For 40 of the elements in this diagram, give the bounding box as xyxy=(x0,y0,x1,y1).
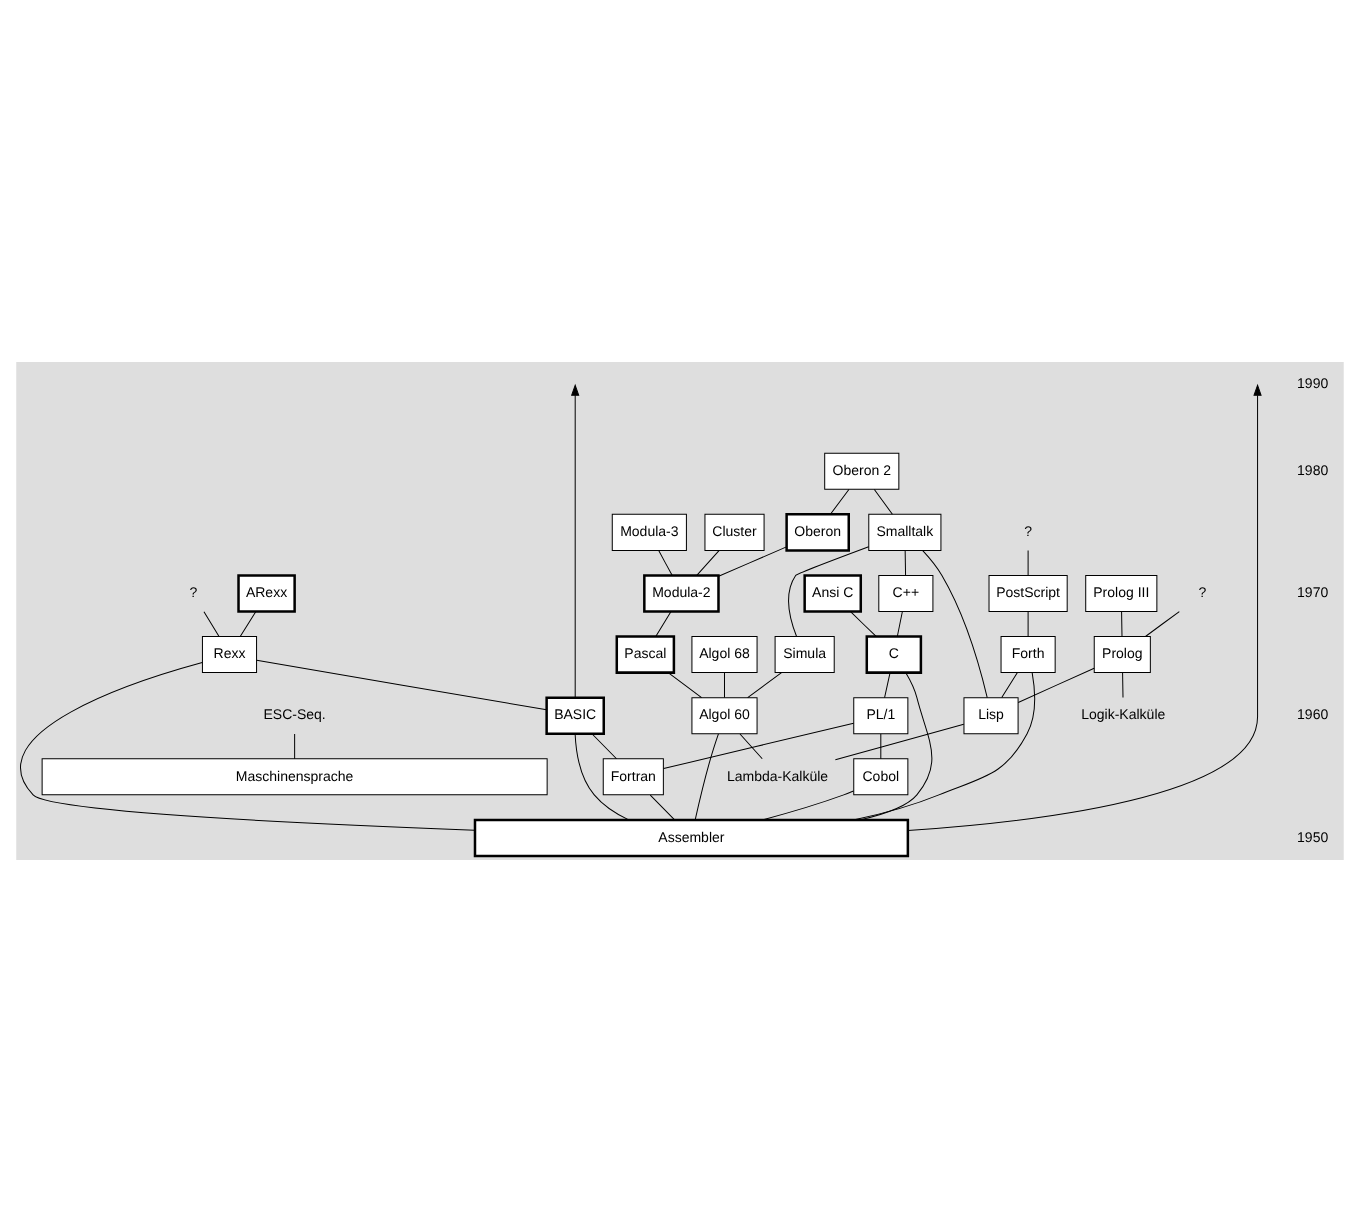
connector xyxy=(829,489,850,515)
connector xyxy=(1027,550,1029,576)
connector xyxy=(922,550,988,698)
connector xyxy=(904,550,907,576)
connector xyxy=(658,550,673,576)
connector xyxy=(20,662,476,831)
connector xyxy=(739,733,763,760)
connector xyxy=(667,672,703,699)
connector xyxy=(852,672,1036,821)
connector xyxy=(694,733,719,821)
connector xyxy=(591,733,617,760)
connector xyxy=(788,546,870,637)
connector xyxy=(718,546,787,577)
connector xyxy=(256,659,548,711)
connector xyxy=(834,723,965,761)
connector xyxy=(203,611,220,637)
connector xyxy=(574,733,630,821)
connector xyxy=(663,722,855,770)
connector xyxy=(761,790,854,821)
connector xyxy=(747,672,782,699)
connector xyxy=(696,550,720,576)
connector xyxy=(896,611,903,637)
connector xyxy=(884,672,891,699)
connector xyxy=(1144,611,1180,637)
connector xyxy=(1027,611,1029,637)
connector xyxy=(850,611,877,637)
connector xyxy=(873,489,893,515)
connector xyxy=(724,672,725,699)
connector xyxy=(859,672,933,821)
arrow xyxy=(907,384,1262,832)
connector xyxy=(880,733,882,760)
connector xyxy=(294,733,296,760)
connector xyxy=(655,611,672,637)
arrow xyxy=(571,384,580,699)
connector xyxy=(1017,667,1095,703)
connector xyxy=(1122,672,1124,699)
connector xyxy=(239,611,257,637)
connector xyxy=(649,794,676,821)
connector xyxy=(1001,672,1018,699)
connector xyxy=(1121,611,1123,637)
